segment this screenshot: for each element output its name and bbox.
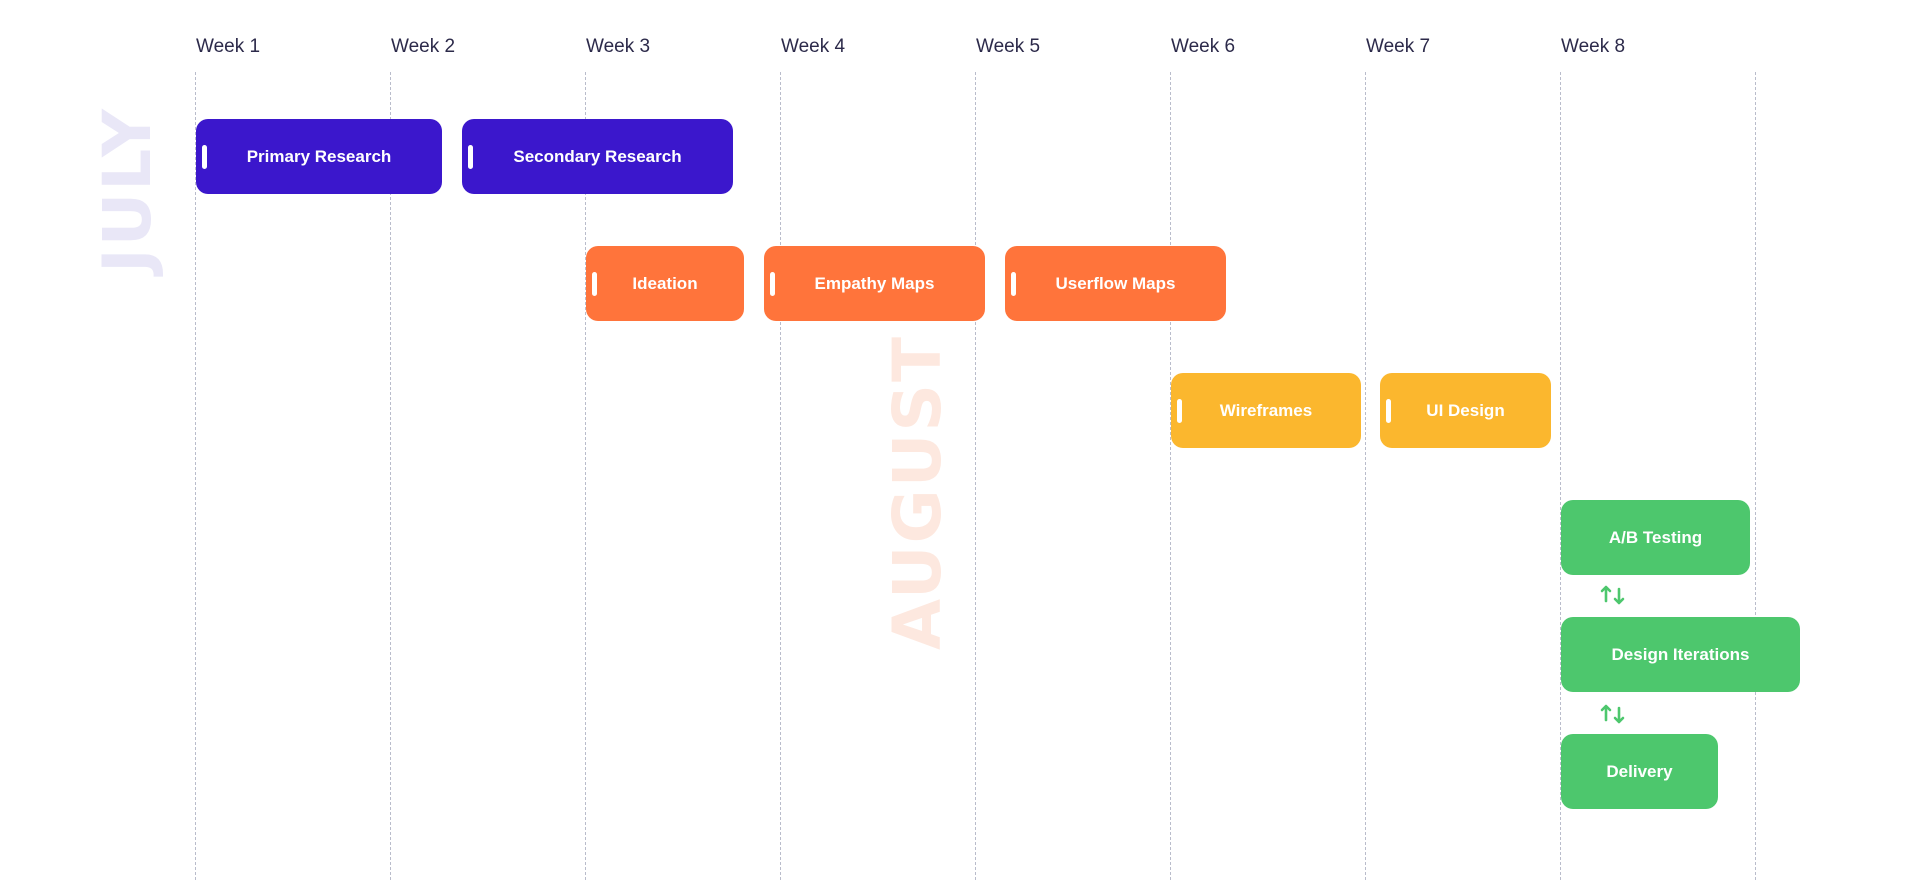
week-label-4: Week 4 [781,36,846,57]
swap-vertical-icon[interactable] [1599,584,1627,606]
task-label: Empathy Maps [814,273,935,293]
task-label: Delivery [1606,761,1673,781]
task-label: Wireframes [1219,400,1313,420]
task-ab-testing[interactable]: A/B Testing [1561,500,1750,575]
drag-handle-icon[interactable] [1011,272,1016,296]
task-ui-design[interactable]: UI Design [1380,373,1551,448]
task-label: Userflow Maps [1055,273,1176,293]
task-wireframes[interactable]: Wireframes [1171,373,1361,448]
drag-handle-icon[interactable] [468,145,473,169]
drag-handle-icon[interactable] [592,272,597,296]
grid-line-7 [1365,72,1366,880]
drag-handle-icon[interactable] [1177,399,1182,423]
week-label-8: Week 8 [1561,36,1626,57]
task-label: Ideation [632,273,698,293]
task-secondary-research[interactable]: Secondary Research [462,119,733,194]
task-primary-research[interactable]: Primary Research [196,119,442,194]
task-label: Secondary Research [513,146,682,166]
task-userflow-maps[interactable]: Userflow Maps [1005,246,1226,321]
grid-line-4 [780,72,781,880]
grid-line-5 [975,72,976,880]
task-design-iterations[interactable]: Design Iterations [1561,617,1800,692]
week-label-2: Week 2 [391,36,456,57]
task-label: UI Design [1426,400,1505,420]
grid-line-1 [195,72,196,880]
week-label-7: Week 7 [1366,36,1431,57]
drag-handle-icon[interactable] [202,145,207,169]
task-label: Design Iterations [1611,644,1750,664]
grid-line-6 [1170,72,1171,880]
task-label: A/B Testing [1608,527,1703,547]
grid-line-9 [1755,72,1756,880]
task-empathy-maps[interactable]: Empathy Maps [764,246,985,321]
drag-handle-icon[interactable] [770,272,775,296]
week-label-6: Week 6 [1171,36,1236,57]
grid-line-8 [1560,72,1561,880]
week-label-5: Week 5 [976,36,1041,57]
drag-handle-icon[interactable] [1386,399,1391,423]
grid-line-2 [390,72,391,880]
month-label-july: JULY [89,107,166,273]
month-label-august: AUGUST [879,335,956,650]
task-label: Primary Research [246,146,392,166]
week-label-1: Week 1 [196,36,261,57]
swap-vertical-icon[interactable] [1599,703,1627,725]
grid-line-3 [585,72,586,880]
task-ideation[interactable]: Ideation [586,246,744,321]
task-delivery[interactable]: Delivery [1561,734,1718,809]
week-label-3: Week 3 [586,36,651,57]
